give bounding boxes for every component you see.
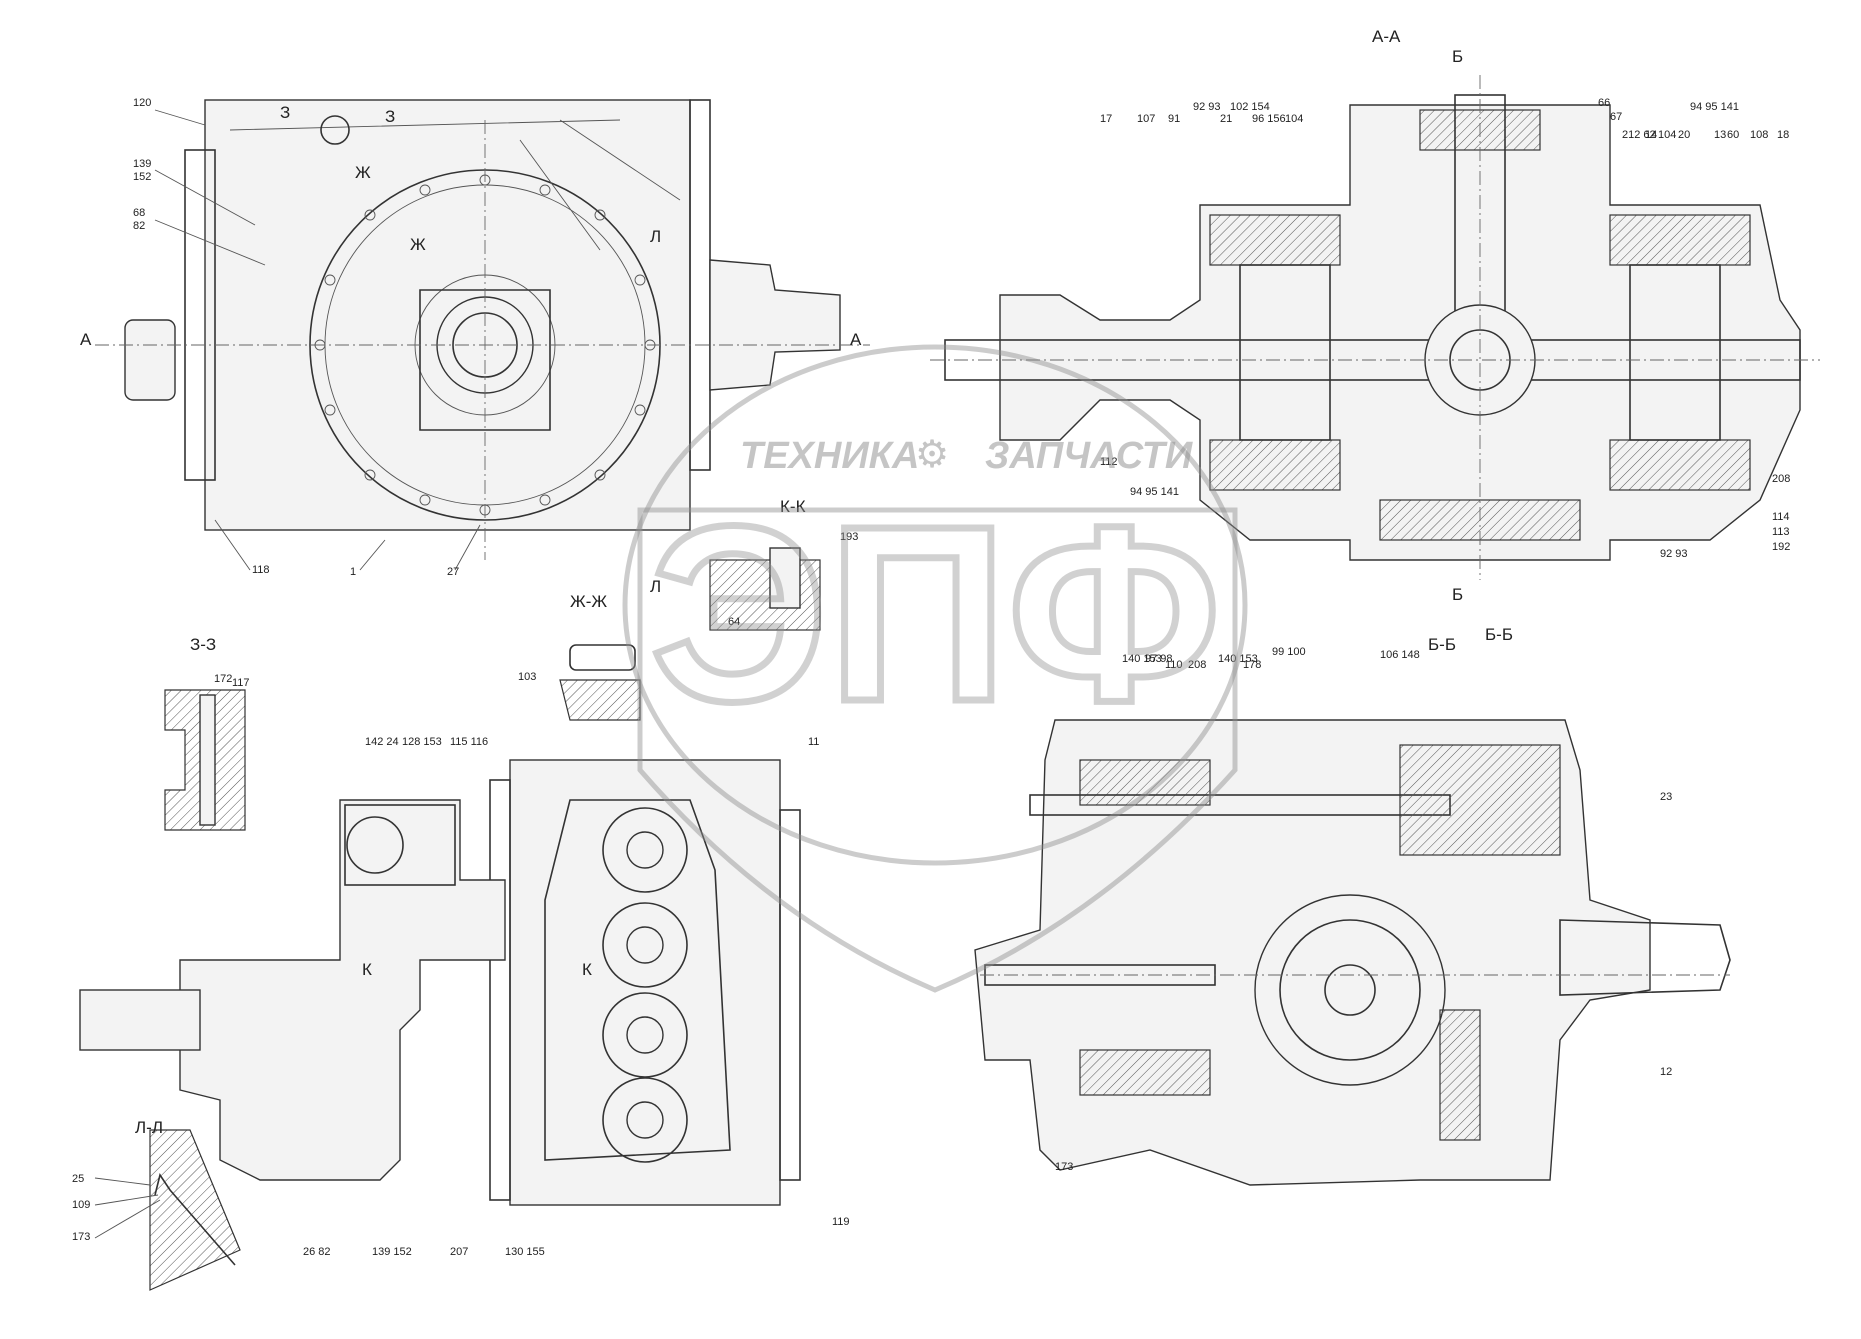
end-view-bottom-left [79,759,801,1206]
section-ll-detail [149,1129,241,1291]
watermark: ТЕХНИКА ЗАПЧАСТИ ⚙ ЭПФ [622,344,1248,993]
callouts-aa: 17 107 91 92 93 21 102 154 96 156 104 66… [1100,97,1790,560]
callout-aa-67: 67 [1610,111,1622,123]
section-title-ll: Л-Л [135,1118,163,1137]
section-title-kk: К-К [780,497,806,516]
watermark-logo: ЭПФ [650,474,1221,753]
callout-1: 1 [350,566,356,578]
callout-aa-14: 14 [1645,129,1657,141]
callout-aa-112: 112 [1100,456,1118,468]
callout-aa-102-154: 102 154 [1230,101,1270,113]
callout-aa-13: 13 [1714,129,1726,141]
callout-115-116: 115 116 [450,736,488,748]
callout-11: 11 [808,736,819,748]
cut-mark-z-right: З [385,107,395,126]
watermark-gear-icon: ⚙ [915,434,949,476]
cut-mark-b-bottom: Б [1452,585,1463,604]
callout-aa-66: 66 [1598,97,1610,109]
callouts-bb: 140 153 97 98 110 208 140 153 178 99 100… [1055,646,1672,1173]
callout-aa-114: 114 [1772,511,1790,523]
cut-mark-k-left: К [362,960,372,979]
callout-aa-208: 208 [1772,473,1790,485]
section-title-zz: З-З [190,635,216,654]
callout-173: 173 [72,1231,90,1243]
callout-aa-108: 108 [1750,129,1768,141]
section-zhzh-detail [559,644,641,721]
callout-bb-99-100: 99 100 [1272,646,1306,658]
callout-103: 103 [518,671,536,683]
cut-mark-k-right: К [582,960,592,979]
callout-bb-106-148: 106 148 [1380,649,1420,661]
callout-aa-104: 104 [1658,129,1676,141]
callout-118: 118 [252,564,270,576]
callout-119: 119 [832,1216,850,1228]
cut-mark-a-right: А [850,330,862,349]
callout-64: 64 [728,616,740,628]
callout-128-153: 128 153 [402,736,442,748]
watermark-left-word: ТЕХНИКА [740,435,919,477]
section-title-aa: А-А [1372,27,1401,46]
callout-117: 117 [232,677,250,689]
callout-25: 25 [72,1173,84,1185]
cut-mark-l-bottom: Л [650,577,661,596]
callout-109: 109 [72,1199,90,1211]
callout-bb-12: 12 [1660,1066,1672,1078]
section-title-zhzh: Ж-Ж [570,592,607,611]
callout-aa-104-top: 104 [1285,113,1303,125]
callout-207: 207 [450,1246,468,1258]
callout-bb-110: 110 [1165,659,1183,671]
callout-aa-94-95-141-low: 94 95 141 [1130,486,1179,498]
cut-mark-z-left: З [280,103,290,122]
callout-bb-173: 173 [1055,1161,1073,1173]
callout-130-155: 130 155 [505,1246,545,1258]
callout-aa-18: 18 [1777,129,1789,141]
callout-bb-23: 23 [1660,791,1672,803]
callout-193: 193 [840,531,858,543]
side-view-top-left [95,99,870,560]
callout-aa-60: 60 [1727,129,1739,141]
cut-mark-zh-bottom: Ж [410,235,426,254]
callout-aa-91: 91 [1168,113,1180,125]
section-title-bb: Б-Б [1428,635,1456,654]
callout-aa-212-62: 212 62 [1622,129,1656,141]
cut-mark-a-left: А [80,330,92,349]
callout-aa-113: 113 [1772,526,1790,538]
callout-bb-140-153-b: 140 153 [1218,653,1258,665]
cut-mark-b-top: Б [1452,47,1463,66]
bolt-circle [314,174,656,516]
callout-aa-107: 107 [1137,113,1155,125]
callout-aa-17: 17 [1100,113,1112,125]
cut-mark-zh-top: Ж [355,163,371,182]
callout-bb-97-98: 97 98 [1145,653,1173,665]
callout-27: 27 [447,566,459,578]
callout-142-24: 142 24 [365,736,399,748]
callouts-bottom-left: 142 24 128 153 115 116 11 26 82 139 152 … [72,531,858,1258]
section-aa [930,75,1820,580]
callout-aa-21: 21 [1220,113,1232,125]
callout-aa-92-93-low: 92 93 [1660,548,1688,560]
callout-bb-178: 178 [1243,659,1261,671]
callout-aa-20: 20 [1678,129,1690,141]
section-bb [974,719,1731,1186]
callout-aa-92-93: 92 93 [1193,101,1221,113]
callout-aa-96-156: 96 156 [1252,113,1286,125]
callout-26-82: 26 82 [303,1246,331,1258]
callout-aa-94-95-141: 94 95 141 [1690,101,1739,113]
section-zz-detail [164,689,246,831]
section-kk-detail [709,547,821,631]
watermark-right-word: ЗАПЧАСТИ [985,435,1193,477]
section-title-bb-dup: Б-Б [1485,625,1513,644]
callout-bb-140-153-a: 140 153 [1122,653,1162,665]
callout-120: 120 [133,97,151,109]
callout-172: 172 [214,673,232,685]
callout-aa-192: 192 [1772,541,1790,553]
callout-bb-208: 208 [1188,659,1206,671]
cut-mark-l-top: Л [650,227,661,246]
callout-139-152: 139 152 [372,1246,412,1258]
